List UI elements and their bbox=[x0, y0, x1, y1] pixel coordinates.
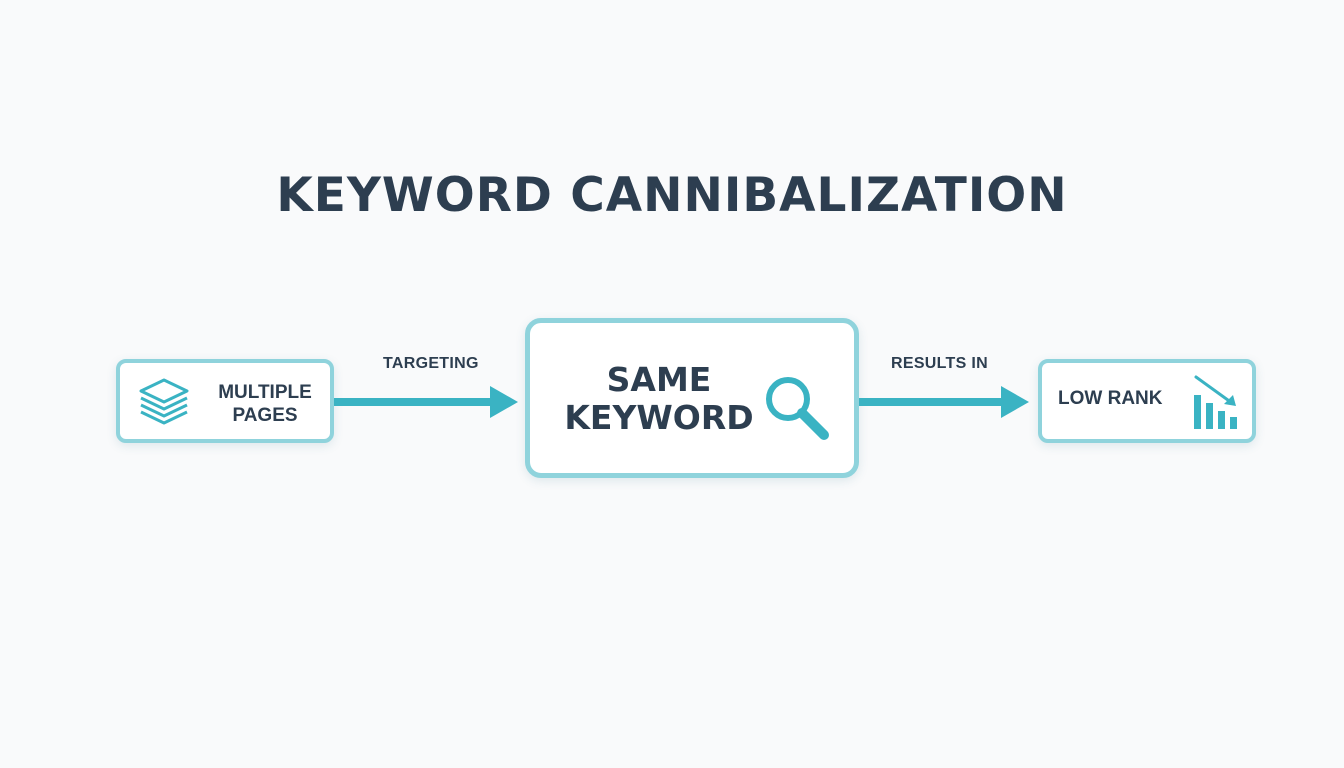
arrow-to-same-keyword bbox=[334, 386, 518, 418]
magnifying-glass-icon bbox=[766, 377, 829, 440]
low-rank-label: LOW RANK bbox=[1058, 388, 1163, 409]
same-keyword-label-line2: KEYWORD bbox=[564, 398, 754, 437]
same-keyword-label-line1: SAME bbox=[606, 360, 712, 399]
multiple-pages-label-line2: PAGES bbox=[232, 405, 298, 426]
multiple-pages-label-line1: MULTIPLE bbox=[218, 382, 312, 403]
edge-label-targeting: TARGETING bbox=[383, 355, 479, 372]
low-rank-node: LOW RANK bbox=[1038, 359, 1256, 443]
multiple-pages-node: MULTIPLE PAGES bbox=[116, 359, 334, 443]
arrow-to-low-rank bbox=[859, 386, 1029, 418]
diagram-title: KEYWORD CANNIBALIZATION bbox=[276, 168, 1068, 223]
same-keyword-node: SAME KEYWORD bbox=[525, 318, 859, 478]
stacked-layers-icon bbox=[139, 378, 189, 425]
edge-label-results-in: RESULTS IN bbox=[891, 355, 988, 372]
declining-bar-chart-icon bbox=[1194, 375, 1237, 429]
